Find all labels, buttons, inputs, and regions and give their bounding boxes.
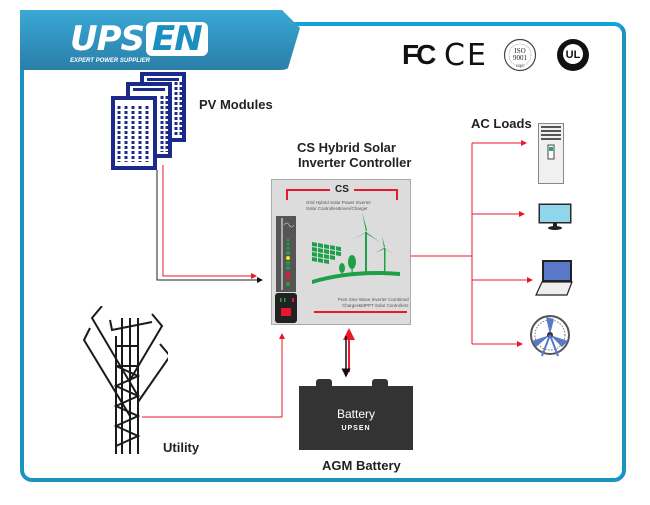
- ac-loads-label: AC Loads: [471, 116, 532, 131]
- controller-footer-line1: Pure Sine Wave Inverter Combined: [338, 297, 409, 302]
- solar-wind-graphic: [312, 212, 400, 284]
- laptop-icon: [535, 260, 573, 296]
- ul-icon: UL: [556, 38, 590, 72]
- utility-label: Utility: [163, 440, 200, 455]
- diagram-frame: [20, 22, 626, 482]
- led-indicators: [286, 238, 290, 286]
- controller-desc-line1: Grid Hybrid Solar Power Inverter: [306, 200, 372, 205]
- pv-modules-label: PV Modules: [199, 97, 273, 112]
- svg-text:9001: 9001: [513, 54, 528, 62]
- hybrid-inverter-controller: CS Grid Hybrid Solar Power Inverter Sola…: [271, 179, 411, 325]
- utility-tower-icon: [82, 306, 168, 454]
- controller-title-line1: CS Hybrid Solar: [297, 140, 396, 155]
- svg-text:ISO: ISO: [514, 47, 525, 55]
- agm-battery-icon: Battery UPSEN: [299, 386, 413, 450]
- fan-icon: [530, 315, 570, 357]
- pv-modules-icon: [111, 72, 186, 170]
- battery-terminal-positive: [372, 379, 388, 387]
- logo-text-right: EN: [146, 22, 208, 56]
- ce-icon: CE: [444, 37, 488, 73]
- battery-terminal-negative: [316, 379, 332, 387]
- battery-brand: UPSEN: [341, 425, 371, 432]
- controller-title-line2: Inverter Controller: [298, 155, 412, 170]
- controller-footer-line2: Charger&MPPT Solar Controllers: [342, 303, 409, 308]
- svg-text:CQC: CQC: [516, 64, 524, 68]
- logo-text-left: UPS: [70, 19, 145, 59]
- svg-text:UL: UL: [566, 49, 581, 61]
- monitor-icon: [538, 203, 572, 230]
- controller-desc-line2: Solar Controller&Inver/Charger: [306, 206, 368, 211]
- brand-tagline: EXPERT POWER SUPPLIER: [70, 58, 150, 64]
- battery-label: Battery: [336, 407, 375, 421]
- air-conditioner-icon: [538, 123, 564, 184]
- controller-title: CS Hybrid Solar Inverter Controller: [297, 140, 411, 170]
- agm-battery-label: AGM Battery: [322, 458, 401, 473]
- controller-model-label: CS: [335, 184, 349, 195]
- fcc-icon: FC: [402, 39, 436, 70]
- iso-9001-icon: ISO 9001 CQC: [503, 38, 537, 72]
